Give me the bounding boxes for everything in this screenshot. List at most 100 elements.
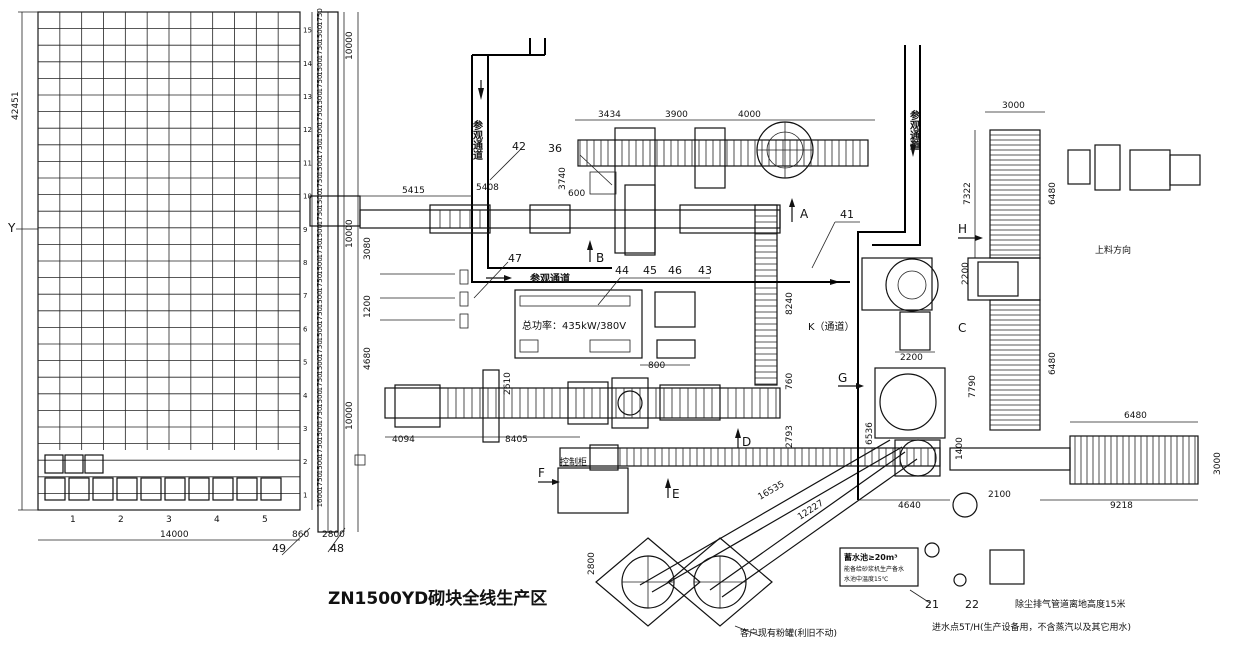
dim-800: 800 bbox=[648, 361, 665, 371]
row-dimension: 1750 bbox=[316, 75, 324, 93]
row-dimension: 1750 bbox=[316, 473, 324, 491]
dim-760: 760 bbox=[785, 373, 795, 390]
dim-7322: 7322 bbox=[963, 182, 973, 205]
dim-2793: 2793 bbox=[785, 425, 795, 448]
row-number: 12 bbox=[303, 126, 312, 134]
dim-10000-bottom: 10000 bbox=[345, 401, 355, 430]
pool-line-3: 水池中温度15℃ bbox=[844, 575, 889, 583]
label-f: F bbox=[538, 466, 545, 480]
label-a: A bbox=[800, 207, 809, 221]
callout-49: 49 bbox=[272, 542, 286, 555]
exhaust-note: 除尘排气管道离地高度15米 bbox=[1015, 598, 1125, 610]
visit-path-horizontal: 参观通道 bbox=[530, 272, 570, 285]
label-k: K（通道） bbox=[808, 320, 855, 333]
dim-4640: 4640 bbox=[898, 501, 921, 511]
dim-2200-a: 2200 bbox=[900, 353, 923, 363]
row-dimension: 1750 bbox=[316, 8, 324, 26]
drawing-title: ZN1500YD砌块全线生产区 bbox=[328, 588, 547, 609]
control-cabinet-label: 控制柜 bbox=[560, 456, 587, 468]
visit-path-vertical-right: 参观通道 bbox=[908, 109, 920, 151]
row-dimension: 1500 bbox=[316, 257, 324, 275]
dim-2610: 2610 bbox=[503, 372, 513, 395]
row-dimension: 1500 bbox=[316, 91, 324, 109]
row-number: 15 bbox=[303, 27, 312, 35]
row-dimension: 1500 bbox=[316, 124, 324, 142]
row-dimension: 1750 bbox=[316, 274, 324, 292]
main-conveyor-top bbox=[359, 204, 781, 234]
label-g: G bbox=[838, 371, 847, 385]
molding-line: 2610 4094 8405 D bbox=[384, 369, 781, 449]
row-dimension: 1600 bbox=[316, 490, 324, 508]
callout-41: 41 bbox=[840, 208, 854, 221]
dim-3740: 3740 bbox=[558, 167, 568, 190]
row-number: 9 bbox=[303, 226, 307, 234]
row-dimension: 1500 bbox=[316, 324, 324, 342]
row-dimension: 1500 bbox=[316, 25, 324, 43]
dim-2800-bottom: 2800 bbox=[322, 530, 345, 540]
dim-4000: 4000 bbox=[738, 110, 761, 120]
dim-3000-right: 3000 bbox=[1213, 452, 1223, 475]
dim-6536: 6536 bbox=[865, 422, 875, 445]
row-dimension: 1500 bbox=[316, 423, 324, 441]
row-number: 4 bbox=[303, 392, 308, 400]
dim-3900: 3900 bbox=[665, 110, 688, 120]
pool-line-2: 能备给砂浆机生产备水 bbox=[844, 565, 904, 573]
callout-43: 43 bbox=[698, 264, 712, 277]
silo-note: 客户现有粉罐(利旧不动) bbox=[740, 627, 837, 639]
column-number: 3 bbox=[166, 515, 172, 525]
visit-corridor-left: 参观通道 参观通道 42 47 bbox=[471, 38, 700, 299]
callout-44: 44 bbox=[615, 264, 629, 277]
row-number: 6 bbox=[303, 325, 308, 333]
dim-3080: 3080 bbox=[363, 237, 373, 260]
column-number: 4 bbox=[214, 515, 220, 525]
row-dimension: 1500 bbox=[316, 357, 324, 375]
row-dimension: 1750 bbox=[316, 174, 324, 192]
row-number: 7 bbox=[303, 292, 307, 300]
row-number: 10 bbox=[303, 193, 312, 201]
callout-45: 45 bbox=[643, 264, 657, 277]
water-inlet-note: 进水点5T/H(生产设备用，不含蒸汽以及其它用水) bbox=[932, 621, 1131, 633]
mixer-area: 参观通道 2200 6536 G 4640 1400 2100 bbox=[838, 45, 1011, 518]
row-dimension: 1500 bbox=[316, 390, 324, 408]
row-dimension: 1750 bbox=[316, 41, 324, 59]
dim-4680: 4680 bbox=[363, 347, 373, 370]
row-dimension: 1750 bbox=[316, 373, 324, 391]
label-b: B bbox=[596, 251, 604, 265]
row-dimension: 1500 bbox=[316, 456, 324, 474]
width-dimension: 14000 bbox=[160, 530, 189, 540]
dim-6480-b: 6480 bbox=[1048, 352, 1058, 375]
dim-6480-c: 6480 bbox=[1124, 411, 1147, 421]
dim-1200: 1200 bbox=[363, 295, 373, 318]
bottom-conveyor: 控制柜 F E bbox=[538, 444, 941, 514]
feed-direction: 上料方向 bbox=[1095, 244, 1131, 256]
callout-46: 46 bbox=[668, 264, 682, 277]
dim-10000-top: 10000 bbox=[345, 31, 355, 60]
row-dimension: 1750 bbox=[316, 307, 324, 325]
total-power: 总功率：435kW/380V bbox=[522, 319, 626, 332]
column-number: 5 bbox=[262, 515, 268, 525]
control-room: 总功率：435kW/380V 800 44 45 46 43 bbox=[380, 264, 712, 371]
row-number: 3 bbox=[303, 425, 307, 433]
dim-5408: 5408 bbox=[476, 183, 499, 193]
curing-storage-area: 1750150017501500175015001750150017501500… bbox=[7, 8, 346, 556]
dim-7790: 7790 bbox=[968, 375, 978, 398]
callout-48: 48 bbox=[330, 542, 344, 555]
row-dimension: 1500 bbox=[316, 290, 324, 308]
row-number: 5 bbox=[303, 359, 307, 367]
dim-2200-b: 2200 bbox=[961, 262, 971, 285]
row-dimension: 1500 bbox=[316, 158, 324, 176]
row-number: 11 bbox=[303, 159, 312, 167]
callout-42: 42 bbox=[512, 140, 526, 153]
label-h: H bbox=[958, 222, 967, 236]
dim-4094: 4094 bbox=[392, 435, 415, 445]
row-number: 1 bbox=[303, 491, 307, 499]
dim-3000-top: 3000 bbox=[1002, 101, 1025, 111]
dim-6480-a: 6480 bbox=[1048, 182, 1058, 205]
row-number: 13 bbox=[303, 93, 312, 101]
row-number: 8 bbox=[303, 259, 307, 267]
label-e: E bbox=[672, 487, 680, 501]
row-number: 14 bbox=[303, 60, 312, 68]
column-number: 2 bbox=[118, 515, 124, 525]
row-dimension: 1750 bbox=[316, 108, 324, 126]
